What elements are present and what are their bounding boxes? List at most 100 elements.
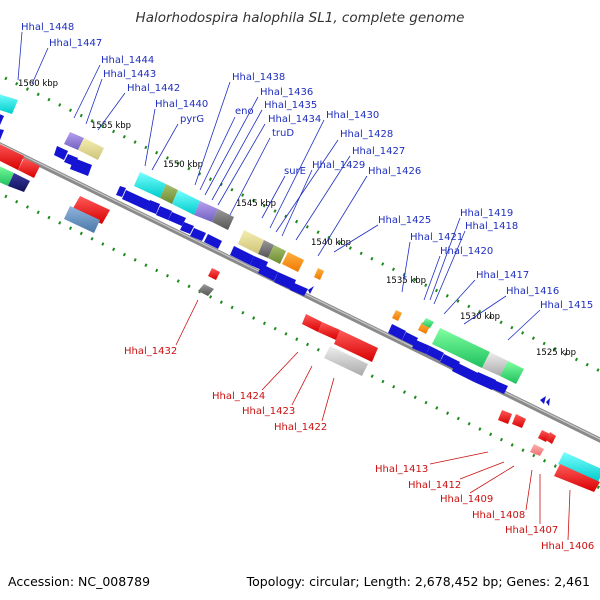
cds-arrow — [190, 228, 206, 241]
forward-features — [0, 94, 550, 406]
gene-label[interactable]: Hhal_1422 — [274, 422, 327, 433]
gene-block — [500, 361, 524, 384]
cds-arrow — [180, 222, 194, 234]
gene-block — [268, 245, 286, 264]
tick-label: 1545 kbp — [236, 199, 276, 209]
cds-arrow — [70, 158, 92, 176]
cds-arrow — [490, 380, 508, 394]
gene-block — [554, 464, 600, 492]
gene-label[interactable]: Hhal_1416 — [506, 286, 559, 297]
gene-label[interactable]: Hhal_1435 — [264, 100, 317, 111]
genome-summary: Topology: circular; Length: 2,678,452 bp… — [246, 574, 590, 589]
gene-label[interactable]: Hhal_1440 — [155, 99, 208, 110]
gene-label[interactable]: Hhal_1415 — [540, 300, 593, 311]
tick-label: 1560 kbp — [18, 79, 58, 89]
gene-label[interactable]: Hhal_1423 — [242, 406, 295, 417]
tick-labels: 1560 kbp 1555 kbp 1550 kbp 1545 kbp 1540… — [18, 79, 576, 358]
gene-label[interactable]: Hhal_1412 — [408, 480, 461, 491]
gene-label[interactable]: Hhal_1444 — [101, 55, 154, 66]
tick-label: 1540 kbp — [311, 238, 351, 248]
gene-block — [172, 190, 200, 215]
gene-label[interactable]: Hhal_1443 — [103, 69, 156, 80]
gene-block — [392, 310, 402, 321]
cds-arrow — [388, 324, 406, 340]
gene-label[interactable]: surE — [284, 166, 306, 177]
gene-block — [324, 346, 368, 376]
gene-block — [64, 132, 84, 150]
gene-label[interactable]: Hhal_1447 — [49, 38, 102, 49]
gene-block — [432, 328, 490, 368]
tick-label: 1530 kbp — [460, 312, 500, 322]
cds-arrow — [0, 114, 4, 125]
tick-label: 1535 kbp — [386, 276, 426, 286]
cds-arrow — [426, 346, 444, 361]
gene-label[interactable]: Hhal_1442 — [127, 83, 180, 94]
gene-label[interactable]: Hhal_1426 — [368, 166, 421, 177]
gene-label[interactable]: Hhal_1428 — [340, 129, 393, 140]
forward-leaders — [17, 31, 541, 341]
gene-label[interactable]: Hhal_1432 — [124, 346, 177, 357]
gene-block — [212, 209, 234, 230]
gene-label[interactable]: Hhal_1408 — [472, 510, 525, 521]
gene-block — [422, 318, 434, 328]
cds-arrow — [168, 212, 186, 226]
gene-label[interactable]: Hhal_1417 — [476, 270, 529, 281]
gene-block — [318, 322, 340, 340]
gene-label[interactable]: Hhal_1421 — [410, 232, 463, 243]
map-title: Halorhodospira halophila SL1, complete g… — [135, 10, 465, 26]
cds-arrow — [156, 206, 172, 220]
cds-arrow — [412, 340, 430, 354]
cds-arrow — [0, 129, 4, 140]
gene-block — [8, 173, 30, 192]
gene-label[interactable]: Hhal_1420 — [440, 246, 493, 257]
gene-label[interactable]: Hhal_1409 — [440, 494, 493, 505]
gene-block — [512, 414, 526, 428]
gene-label[interactable]: Hhal_1434 — [268, 114, 321, 125]
gene-block — [238, 230, 264, 254]
forward-labels: Hhal_1448 Hhal_1447 Hhal_1444 Hhal_1443 … — [21, 22, 593, 311]
cds-arrow — [258, 264, 278, 281]
gene-label[interactable]: Hhal_1406 — [541, 541, 594, 552]
tick-label: 1555 kbp — [91, 121, 131, 131]
gene-block — [198, 284, 214, 296]
gene-block — [72, 196, 110, 224]
gene-block — [0, 94, 18, 114]
gene-block — [258, 240, 274, 258]
gene-block — [64, 206, 100, 233]
cds-arrow — [308, 286, 314, 294]
cds-arrow — [204, 234, 222, 249]
cds-arrow — [146, 200, 160, 214]
gene-label[interactable]: Hhal_1430 — [326, 110, 379, 121]
tick-dots — [4, 76, 600, 490]
cds-arrow — [540, 396, 546, 404]
gene-label[interactable]: Hhal_1438 — [232, 72, 285, 83]
gene-label[interactable]: Hhal_1427 — [352, 146, 405, 157]
gene-block — [302, 314, 322, 332]
gene-label[interactable]: Hhal_1413 — [375, 464, 428, 475]
gene-block — [194, 201, 218, 222]
gene-label[interactable]: Hhal_1436 — [260, 87, 313, 98]
gene-label[interactable]: Hhal_1419 — [460, 208, 513, 219]
gene-block — [498, 410, 512, 424]
gene-label[interactable]: eno — [235, 106, 254, 117]
reverse-labels: Hhal_1432 Hhal_1424 Hhal_1423 Hhal_1422 … — [124, 346, 594, 552]
tick-label: 1550 kbp — [163, 160, 203, 170]
gene-label[interactable]: Hhal_1407 — [505, 525, 558, 536]
gene-label[interactable]: truD — [272, 128, 294, 139]
gene-block — [18, 158, 40, 178]
gene-block — [0, 166, 14, 186]
accession-text: Accession: NC_008789 — [8, 574, 151, 589]
gene-block — [134, 172, 166, 198]
gene-label[interactable]: Hhal_1424 — [212, 391, 265, 402]
gene-label[interactable]: Hhal_1425 — [378, 215, 431, 226]
gene-label[interactable]: Hhal_1418 — [465, 221, 518, 232]
gene-label[interactable]: Hhal_1448 — [21, 22, 74, 33]
gene-block — [0, 144, 24, 170]
gene-label[interactable]: pyrG — [180, 114, 204, 125]
cds-arrow — [274, 272, 296, 290]
cds-arrow — [402, 332, 418, 346]
gene-label[interactable]: Hhal_1429 — [312, 160, 365, 171]
cds-arrow — [116, 186, 126, 197]
cds-arrow — [290, 282, 308, 296]
